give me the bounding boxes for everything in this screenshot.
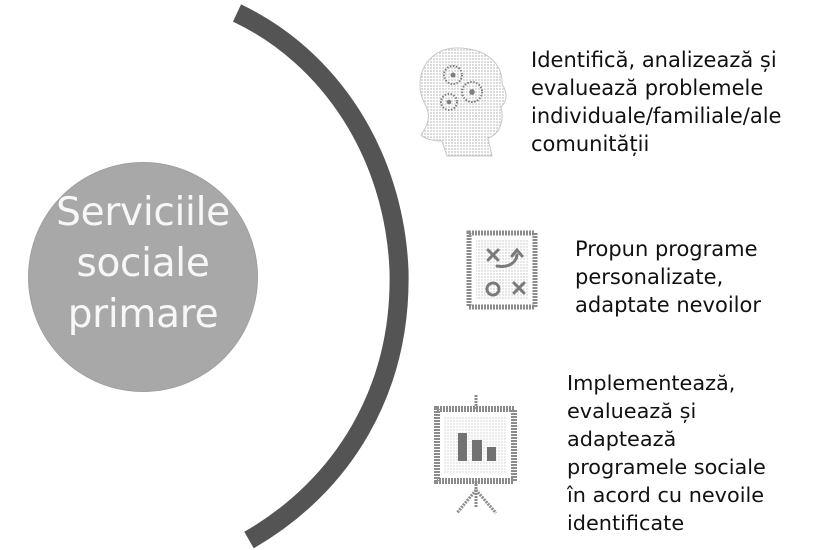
presentation-chart-icon <box>434 395 517 514</box>
center-title: Serviciile sociale primare <box>56 190 230 337</box>
strategy-plan-icon <box>466 230 538 310</box>
head-gears-icon <box>419 47 507 157</box>
center-circle <box>28 162 258 392</box>
item-text-identify: Identifică, analizează și evaluează prob… <box>531 48 782 156</box>
item-text-programs: Propun programe personalizate, adaptate … <box>575 237 761 317</box>
item-text-implement: Implementează, evaluează și adaptează pr… <box>567 371 766 535</box>
